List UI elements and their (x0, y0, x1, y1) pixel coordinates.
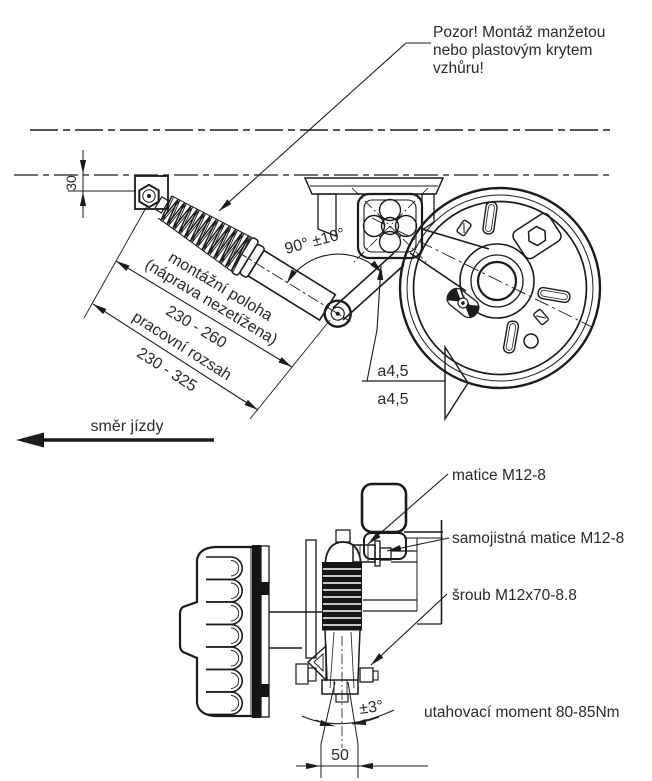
bellows-side (322, 562, 362, 630)
bolt-head-hex (138, 183, 160, 209)
direction-arrow-head-icon (16, 432, 44, 448)
mount-plate (305, 539, 317, 659)
bolt-leader-line (370, 593, 448, 666)
drum-rim-band (252, 545, 261, 718)
inspection-slot-bottom (502, 320, 520, 354)
plastic-cap (360, 482, 408, 534)
torque-label: utahovací moment 80-85Nm (424, 704, 620, 721)
shock-absorber-side (305, 529, 392, 703)
warning-note: Pozor! Montáž manžetou nebo plastovým kr… (218, 24, 605, 212)
angle-90-label: 90° ±10° (283, 225, 347, 257)
rubber-torsion-clover (362, 198, 418, 254)
bolt-label: šroub M12x70-8.8 (452, 587, 577, 604)
through-bolt-head (359, 667, 374, 683)
warning-leader-line (218, 42, 431, 212)
angle-tolerance-label: ±3° (358, 698, 384, 718)
locknut-leader-line (386, 537, 450, 552)
spring-seat-dome (324, 541, 362, 565)
weld-symbol: a4,5 a4,5 (362, 265, 469, 422)
weld-size-top: a4,5 (377, 363, 408, 380)
brake-drum-side-view (178, 545, 270, 718)
direction-of-travel: směr jízdy (16, 418, 214, 448)
upper-technical-view: 30 (14, 24, 612, 448)
dimension-50: 50 (296, 744, 428, 778)
upper-mount-bracket (134, 175, 169, 210)
lower-technical-view: matice M12-8 samojistná matice M12-8 šro… (178, 467, 624, 778)
chassis-rail-section (363, 520, 443, 625)
angle-tolerance-dimension: ±3° (301, 636, 395, 748)
top-pin (335, 529, 351, 543)
weld-flag-triangle (444, 344, 469, 422)
bottom-nut-assembly (321, 667, 379, 703)
brake-drum-backplate (398, 186, 602, 390)
weld-size-bottom: a4,5 (377, 391, 408, 408)
part-labels: matice M12-8 samojistná matice M12-8 šro… (367, 467, 624, 721)
axle-tube-side (269, 611, 332, 685)
lower-eye-bushing (323, 299, 352, 328)
cap-bracket (363, 532, 407, 560)
locknut-label: samojistná matice M12-8 (452, 530, 624, 547)
axle-square-tube (351, 187, 429, 265)
nut-leader-line (367, 473, 449, 545)
nut-label: matice M12-8 (452, 467, 546, 484)
rubber-boot-bellows (157, 195, 253, 273)
inspection-slot-right (537, 286, 571, 304)
swing-arm (371, 217, 593, 328)
warning-note-line-2: nebo plastovým krytem (433, 42, 592, 59)
brake-cam (446, 287, 480, 319)
cylinder-side (322, 629, 362, 689)
drain-hole (523, 333, 539, 349)
direction-label: směr jízdy (91, 418, 164, 435)
dim-30-value: 30 (63, 175, 79, 191)
drum-cooling-fins (206, 556, 243, 716)
dimension-30: 30 (63, 150, 136, 218)
inspection-slot-top (482, 201, 498, 235)
hub-ring (470, 254, 524, 308)
warning-note-line-1: Pozor! Montáž manžetou (433, 24, 605, 41)
stud-lower-right (533, 308, 549, 326)
stud-upper-left (456, 219, 472, 237)
arm-boss (459, 243, 535, 319)
adjuster-plate-hex (512, 212, 562, 260)
warning-note-line-3: vzhůru! (433, 60, 484, 77)
thread-end (379, 547, 392, 561)
dim-50-value: 50 (331, 747, 349, 764)
